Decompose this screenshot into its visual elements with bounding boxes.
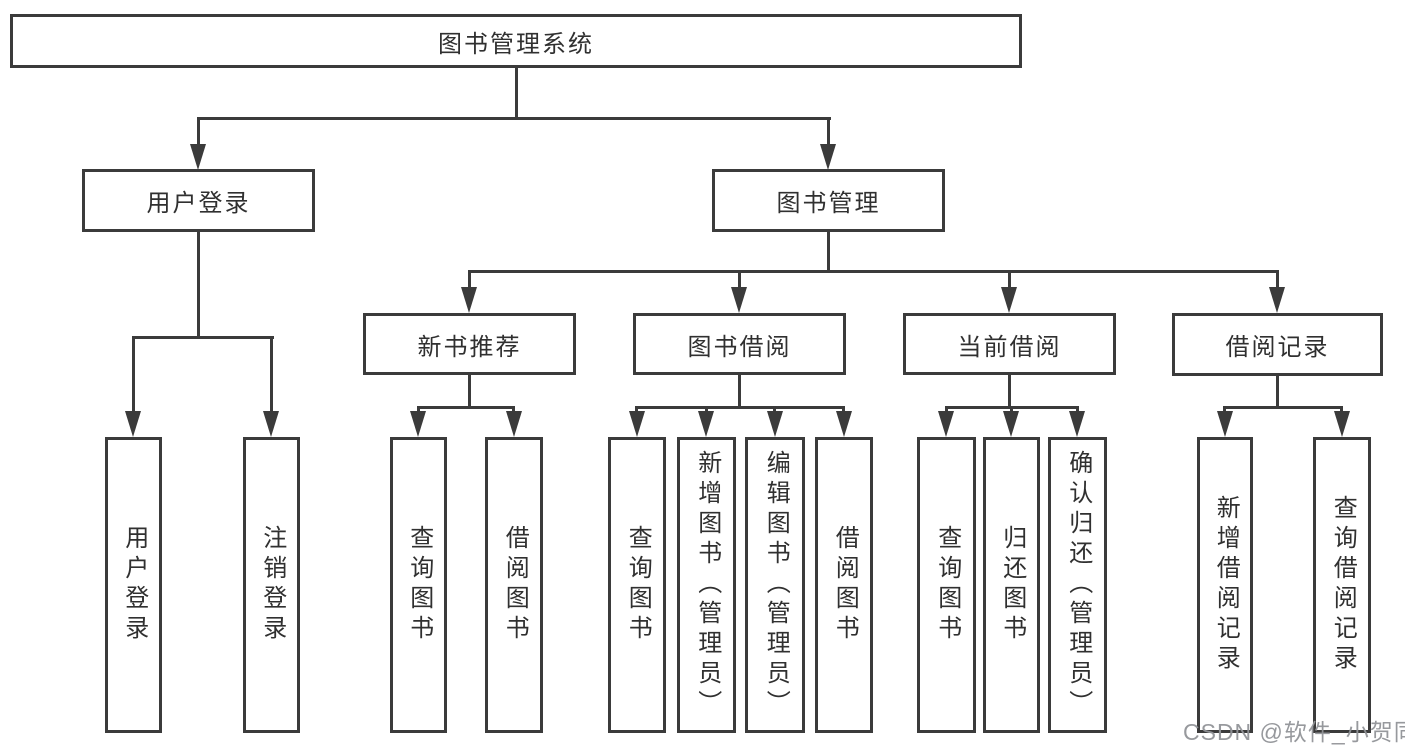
node-label: 借阅图书 xyxy=(831,525,859,645)
connector-records-branch xyxy=(1223,406,1343,409)
node-label: 编辑图书（管理员） xyxy=(762,450,790,720)
node-confirm-return-admin: 确认归还（管理员） xyxy=(1048,437,1107,733)
node-label: 确认归还（管理员） xyxy=(1064,450,1092,720)
node-label: 用户登录 xyxy=(146,190,251,217)
connector-records-stem xyxy=(1276,375,1279,406)
node-label: 新增借阅记录 xyxy=(1212,495,1240,675)
connector-drop xyxy=(1076,406,1079,414)
node-label: 用户登录 xyxy=(120,525,148,645)
connector-drop-user-login-leaf xyxy=(132,336,135,414)
node-label: 新增图书（管理员） xyxy=(693,450,721,720)
node-return-book: 归还图书 xyxy=(983,437,1040,733)
node-query-books-borrowing: 查询图书 xyxy=(608,437,666,733)
connector-drop-book-management xyxy=(827,117,830,147)
node-label: 查询借阅记录 xyxy=(1329,495,1357,675)
arrow-down-icon xyxy=(731,287,747,313)
arrow-down-icon xyxy=(698,411,714,437)
connector-root-stem xyxy=(515,68,518,117)
arrow-down-icon xyxy=(506,411,522,437)
arrow-down-icon xyxy=(1001,287,1017,313)
connector-book-management-stem xyxy=(827,232,830,270)
connector-borrowing-branch xyxy=(635,406,845,409)
arrow-down-icon xyxy=(767,411,783,437)
node-borrowing-records: 借阅记录 xyxy=(1172,313,1383,376)
node-label: 新书推荐 xyxy=(417,333,522,361)
node-book-management-module: 图书管理 xyxy=(712,169,945,232)
connector-user-login-branch xyxy=(132,336,274,339)
connector-drop-borrowing-records xyxy=(1276,270,1279,289)
connector-drop xyxy=(1223,406,1226,414)
arrow-down-icon xyxy=(190,144,206,170)
connector-level1-branch xyxy=(197,117,831,120)
node-query-borrow-record: 查询借阅记录 xyxy=(1313,437,1371,733)
watermark-text: CSDN @软件_小贺同学 xyxy=(1183,719,1405,745)
connector-borrowing-stem xyxy=(738,375,741,406)
arrow-down-icon xyxy=(1217,411,1233,437)
connector-drop-logout xyxy=(270,336,273,414)
connector-drop xyxy=(705,406,708,414)
node-library-management-system: 图书管理系统 xyxy=(10,14,1022,68)
connector-current-stem xyxy=(1008,375,1011,406)
connector-drop xyxy=(417,406,420,414)
node-label: 图书管理系统 xyxy=(438,30,594,58)
node-borrow-books-recommend: 借阅图书 xyxy=(485,437,543,733)
arrow-down-icon xyxy=(1269,287,1285,313)
node-current-borrowing: 当前借阅 xyxy=(903,313,1116,375)
connector-drop xyxy=(1010,406,1013,414)
arrow-down-icon xyxy=(938,411,954,437)
connector-recommend-stem xyxy=(468,375,471,406)
connector-drop xyxy=(773,406,776,414)
node-query-books-current: 查询图书 xyxy=(917,437,976,733)
node-label: 借阅记录 xyxy=(1225,334,1330,361)
connector-user-login-stem xyxy=(197,232,200,336)
node-label: 图书管理 xyxy=(776,190,881,217)
connector-drop xyxy=(1340,406,1343,414)
node-label: 借阅图书 xyxy=(501,525,529,645)
connector-drop xyxy=(842,406,845,414)
node-edit-book-admin: 编辑图书（管理员） xyxy=(745,437,805,733)
connector-drop xyxy=(635,406,638,414)
node-label: 图书借阅 xyxy=(687,333,792,361)
arrow-down-icon xyxy=(1334,411,1350,437)
node-borrow-books-borrowing: 借阅图书 xyxy=(815,437,873,733)
node-add-borrow-record: 新增借阅记录 xyxy=(1197,437,1253,733)
arrow-down-icon xyxy=(629,411,645,437)
node-query-books-recommend: 查询图书 xyxy=(390,437,447,733)
arrow-down-icon xyxy=(125,411,141,437)
node-logout: 注销登录 xyxy=(243,437,300,733)
connector-drop xyxy=(512,406,515,414)
connector-drop-book-borrowing xyxy=(738,270,741,289)
node-label: 注销登录 xyxy=(258,525,286,645)
connector-recommend-branch xyxy=(417,406,515,409)
node-book-borrowing: 图书借阅 xyxy=(633,313,846,375)
node-user-login-leaf: 用户登录 xyxy=(105,437,162,733)
node-label: 归还图书 xyxy=(998,525,1026,645)
arrow-down-icon xyxy=(410,411,426,437)
connector-level3-branch xyxy=(468,270,1279,273)
node-add-book-admin: 新增图书（管理员） xyxy=(677,437,736,733)
node-label: 查询图书 xyxy=(933,525,961,645)
arrow-down-icon xyxy=(1003,411,1019,437)
connector-drop-user-login-module xyxy=(197,117,200,147)
connector-drop-new-book-recommendation xyxy=(468,270,471,289)
connector-drop-current-borrowing xyxy=(1008,270,1011,289)
connector-drop xyxy=(945,406,948,414)
node-user-login-module: 用户登录 xyxy=(82,169,315,232)
arrow-down-icon xyxy=(836,411,852,437)
arrow-down-icon xyxy=(1069,411,1085,437)
arrow-down-icon xyxy=(461,287,477,313)
node-label: 当前借阅 xyxy=(957,333,1062,361)
arrow-down-icon xyxy=(820,144,836,170)
arrow-down-icon xyxy=(263,411,279,437)
node-label: 查询图书 xyxy=(624,525,652,645)
node-new-book-recommendation: 新书推荐 xyxy=(363,313,576,375)
node-label: 查询图书 xyxy=(405,525,433,645)
